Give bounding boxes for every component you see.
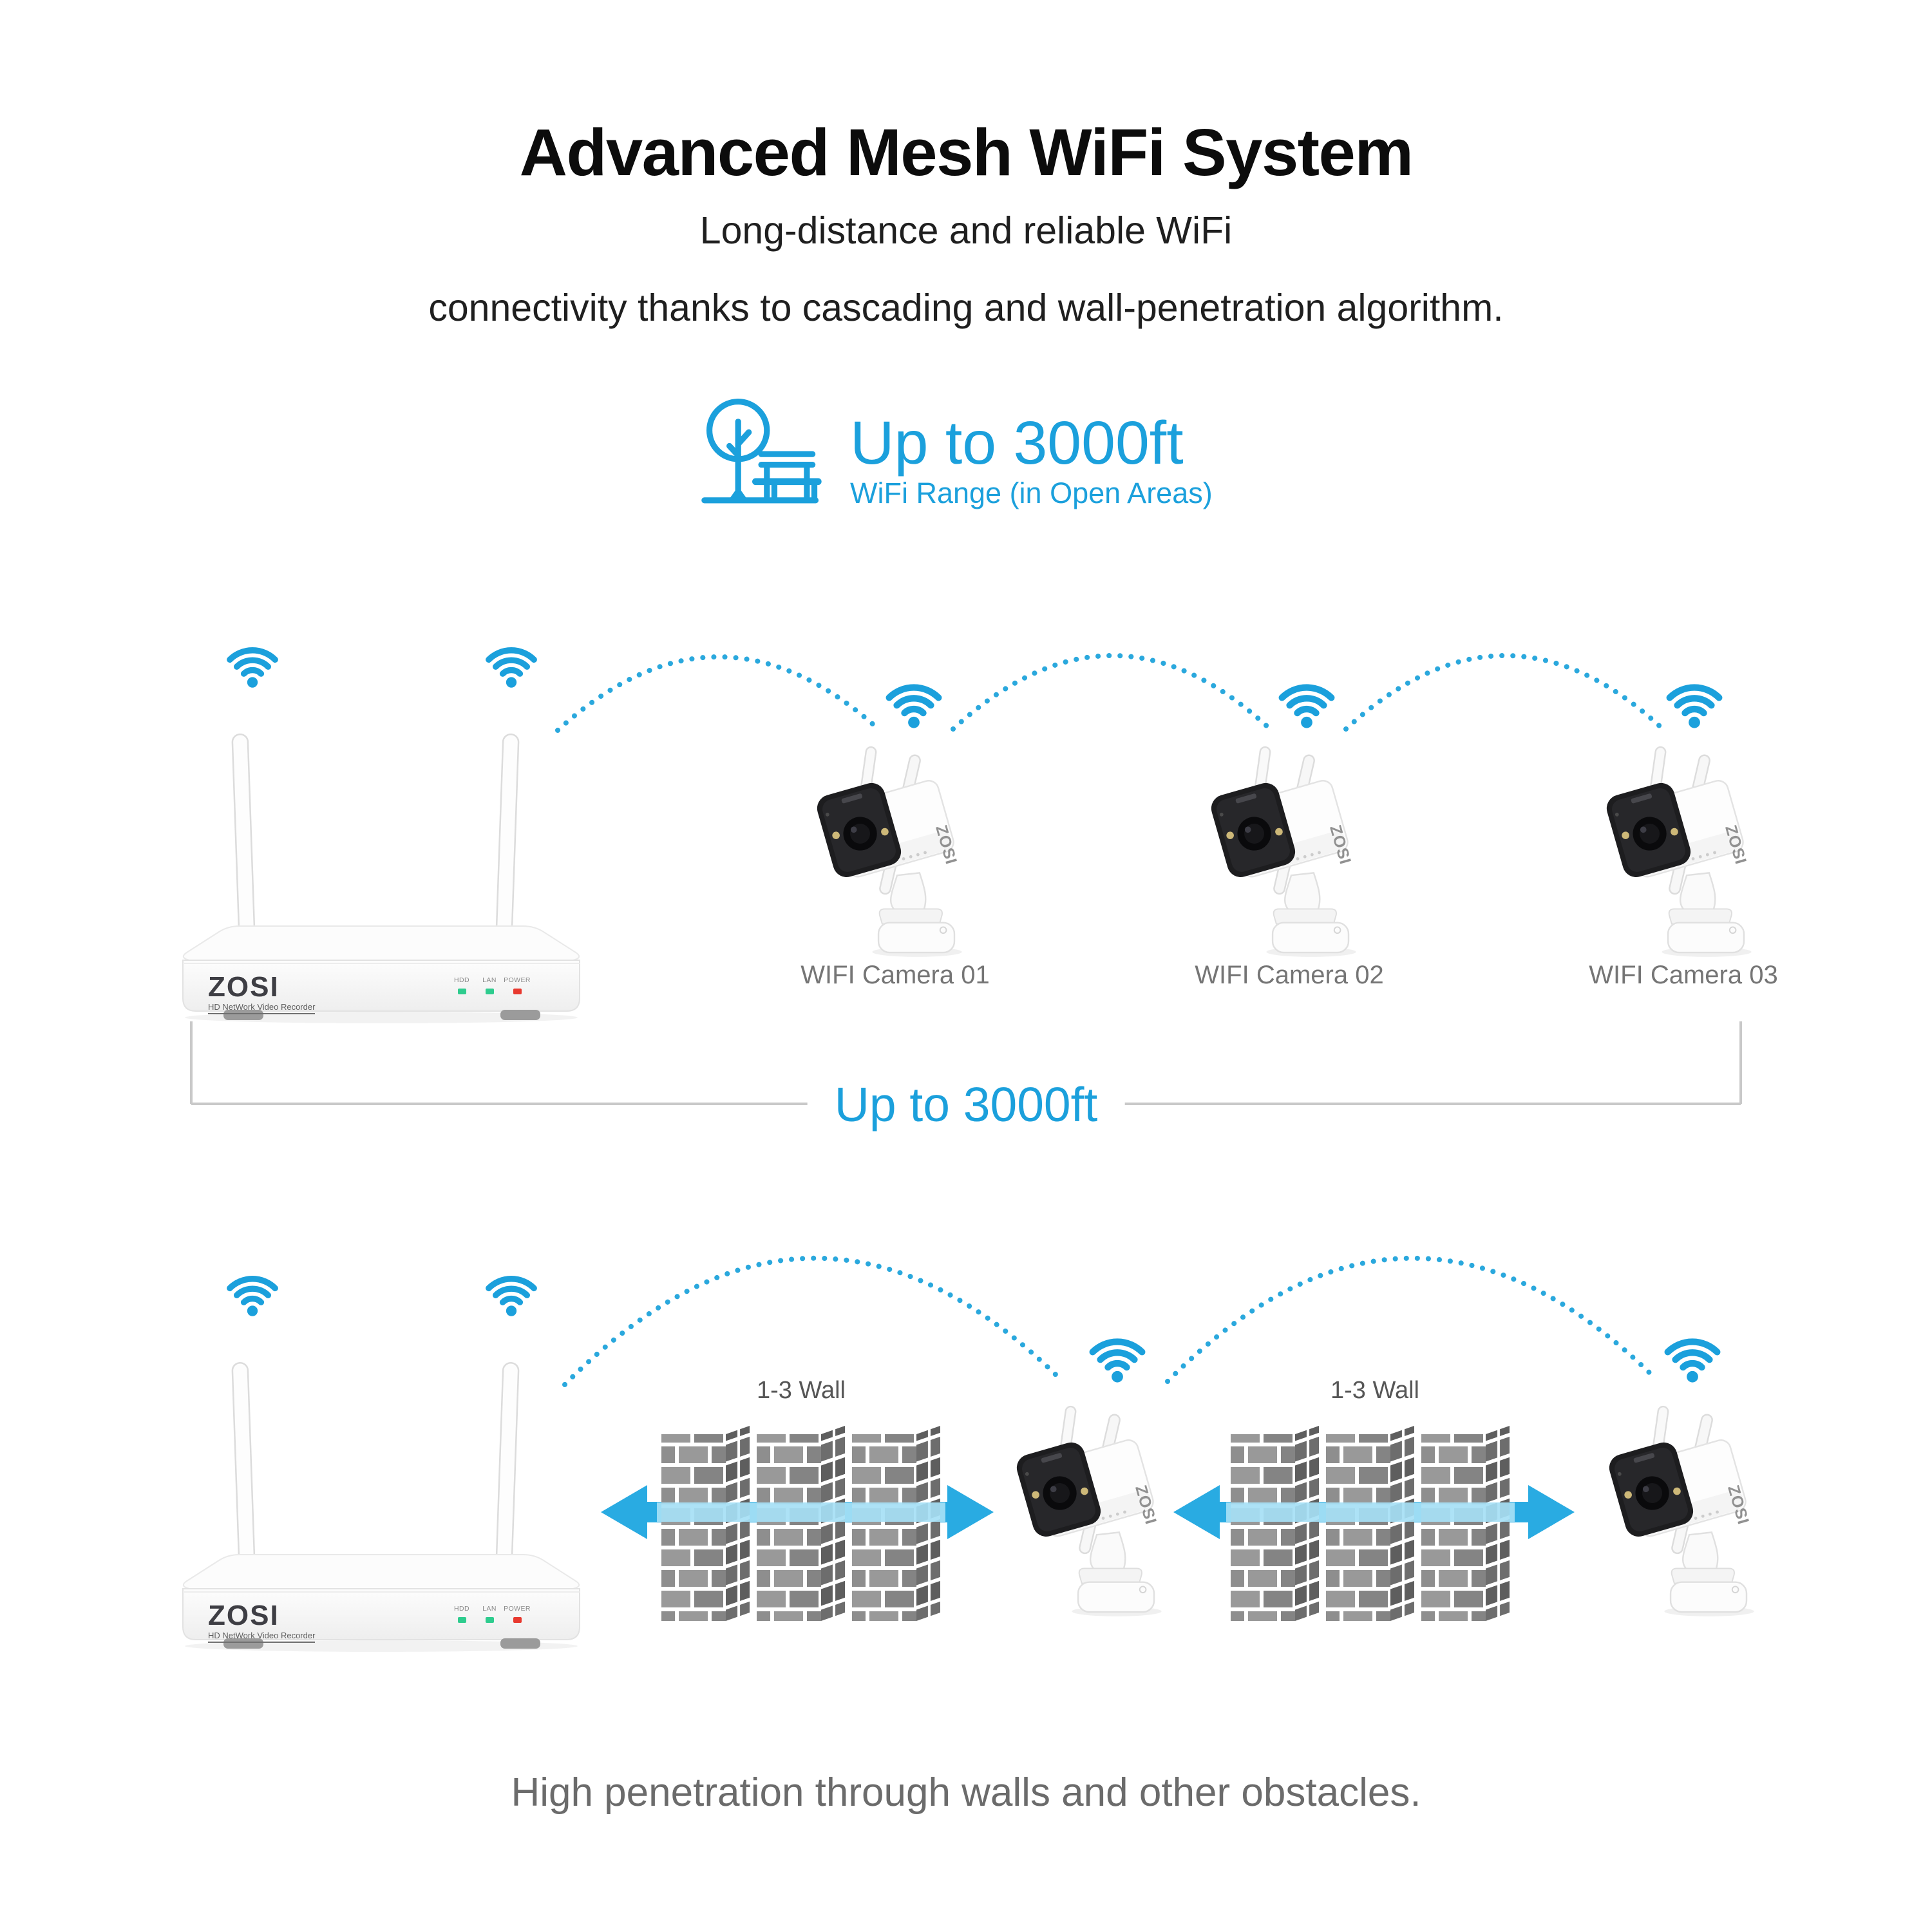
- led-indicator-red: [513, 1617, 522, 1623]
- nvr-model-label: HD NetWork Video Recorder: [208, 1631, 316, 1643]
- led-indicator-green: [457, 989, 466, 994]
- wifi-beam-2: [1226, 1502, 1515, 1522]
- led-label: POWER: [504, 976, 531, 984]
- nvr-led-panel: HDD LAN POWER: [451, 976, 531, 994]
- led-power: POWER: [504, 976, 531, 994]
- wifi-beam-1: [657, 1502, 945, 1522]
- nvr-led-panel: HDD LAN POWER: [451, 1605, 531, 1623]
- nvr-model-label: HD NetWork Video Recorder: [208, 1002, 316, 1014]
- distance-divider-label: Up to 3000ft: [807, 1077, 1125, 1132]
- nvr-brand-logo: ZOSI: [208, 971, 279, 1003]
- tree-bench-icon: [701, 399, 822, 504]
- led-hdd: HDD: [451, 976, 473, 994]
- wifi-icon: [230, 1279, 275, 1316]
- led-hdd: HDD: [451, 1605, 473, 1623]
- subtitle-line-1: Long-distance and reliable WiFi: [699, 209, 1233, 252]
- wifi-icon: [1093, 1342, 1142, 1383]
- range-headline: Up to 3000ft: [850, 409, 1184, 477]
- footer-caption: High penetration through walls and other…: [511, 1770, 1421, 1815]
- camera-label-01: WIFI Camera 01: [800, 961, 990, 989]
- led-lan: LAN: [478, 976, 500, 994]
- led-power: POWER: [504, 1605, 531, 1623]
- mesh-arcs-top: [555, 653, 1665, 733]
- mesh-arcs-bottom: [562, 1255, 1658, 1387]
- led-label: HDD: [454, 1605, 469, 1613]
- subtitle-line-2: connectivity thanks to cascading and wal…: [428, 287, 1504, 329]
- nvr-brand-logo: ZOSI: [208, 1600, 279, 1631]
- wifi-icon: [230, 650, 275, 688]
- wifi-icon: [489, 650, 534, 688]
- page-title: Advanced Mesh WiFi System: [519, 115, 1414, 189]
- brick-wall-group-1: [661, 1426, 940, 1621]
- wifi-icon: [1668, 1342, 1718, 1383]
- wifi-icon: [489, 1279, 534, 1316]
- range-caption: WiFi Range (in Open Areas): [850, 477, 1213, 509]
- wall-label-1: 1-3 Wall: [757, 1377, 846, 1404]
- wifi-icon: [1670, 688, 1719, 728]
- led-indicator-green: [457, 1617, 466, 1623]
- camera-label-03: WIFI Camera 03: [1589, 961, 1778, 989]
- led-indicator-red: [513, 989, 522, 994]
- wall-label-2: 1-3 Wall: [1331, 1377, 1419, 1404]
- wifi-icon: [1282, 688, 1332, 728]
- led-label: LAN: [482, 976, 497, 984]
- led-label: HDD: [454, 976, 469, 984]
- led-lan: LAN: [478, 1605, 500, 1623]
- led-indicator-green: [485, 989, 494, 994]
- led-indicator-green: [485, 1617, 494, 1623]
- camera-label-02: WIFI Camera 02: [1195, 961, 1384, 989]
- led-label: LAN: [482, 1605, 497, 1613]
- led-label: POWER: [504, 1605, 531, 1613]
- brick-wall-group-2: [1231, 1426, 1510, 1621]
- wifi-icon: [889, 688, 939, 728]
